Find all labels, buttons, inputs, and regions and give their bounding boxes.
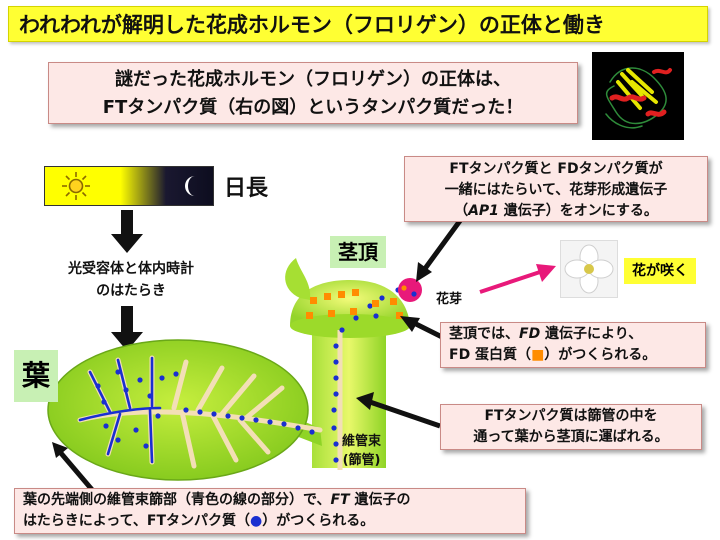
leaf-primordium bbox=[285, 258, 310, 300]
ft-protein-symbol: ● bbox=[250, 513, 262, 529]
callout-leaf-ft: 葉の先端側の維管束篩部（青色の線の部分）で、FT 遺伝子の はたらきによって、F… bbox=[14, 488, 526, 534]
flower-label: 花が咲く bbox=[624, 258, 696, 284]
bud-label: 花芽 bbox=[436, 288, 462, 307]
vascular-label: 維管束 (篩管) bbox=[342, 432, 381, 470]
callout-ft-fd-line-1: FTタンパク質と FDタンパク質が bbox=[405, 159, 707, 180]
callout-transport-line-2: 通って葉から茎頂に運ばれる。 bbox=[441, 427, 701, 448]
callout-ft-fd-line-3: （AP1 遺伝子）をオンにする。 bbox=[405, 201, 707, 222]
callout-fd-line-2: FD 蛋白質（■）がつくられる。 bbox=[449, 345, 705, 366]
callout-leaf-ft-line-2: はたらきによって、FTタンパク質（●）がつくられる。 bbox=[23, 511, 525, 532]
fd-protein-symbol: ■ bbox=[531, 347, 544, 363]
shoot-apex-label: 茎頂 bbox=[330, 236, 386, 268]
callout-transport-line-1: FTタンパク質は篩管の中を bbox=[441, 406, 701, 427]
callout-fd-line-1: 茎頂では、FD 遺伝子により、 bbox=[449, 324, 705, 345]
vascular-label-line-2: (篩管) bbox=[342, 451, 381, 470]
callout-transport: FTタンパク質は篩管の中を 通って葉から茎頂に運ばれる。 bbox=[440, 404, 702, 450]
callout-fd: 茎頂では、FD 遺伝子により、 FD 蛋白質（■）がつくられる。 bbox=[440, 322, 706, 368]
callout-ft-fd-line-2: 一緒にはたらいて、花芽形成遺伝子 bbox=[405, 180, 707, 201]
callout-ft-fd: FTタンパク質と FDタンパク質が 一緒にはたらいて、花芽形成遺伝子 （AP1 … bbox=[404, 156, 708, 222]
arrow-to-flower bbox=[536, 264, 556, 282]
flowering-bud-icon bbox=[398, 278, 422, 302]
callout-leaf-ft-line-1: 葉の先端側の維管束篩部（青色の線の部分）で、FT 遺伝子の bbox=[23, 490, 525, 511]
vascular-label-line-1: 維管束 bbox=[342, 432, 381, 451]
white-flower-icon bbox=[560, 240, 618, 298]
leaf-label: 葉 bbox=[14, 350, 58, 402]
